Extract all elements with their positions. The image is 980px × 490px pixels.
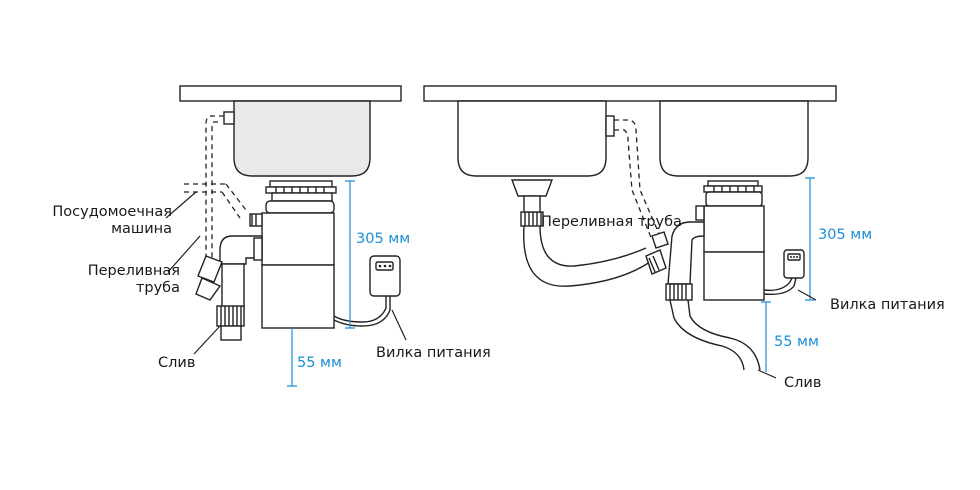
- left-dim-height-line: [345, 180, 355, 329]
- right-mount-ring: [705, 191, 763, 207]
- right-left-bowl-drain: [510, 179, 554, 197]
- right-disposer-upper: [703, 205, 765, 253]
- left-label-dishwasher-2: машина: [111, 221, 172, 237]
- left-leader-overflow: [167, 235, 201, 273]
- left-label-drain: Слив: [158, 355, 195, 371]
- left-dim-clearance: 55 мм: [297, 355, 342, 371]
- right-overflow-outlet: [605, 115, 615, 137]
- left-trap-vertical: [221, 263, 245, 309]
- right-dim-height-line: [805, 177, 815, 301]
- left-overflow-pipe: [197, 255, 223, 283]
- right-dim-clearance: 55 мм: [774, 334, 819, 350]
- right-right-sink-bowl: [659, 100, 809, 177]
- right-countertop: [423, 85, 837, 102]
- right-leader-drain: [757, 369, 777, 379]
- right-overflow-pipe-dashed: [614, 119, 661, 241]
- left-label-dishwasher-1: Посудомоечная: [52, 204, 172, 220]
- left-label-overflow-1: Переливная: [88, 263, 180, 279]
- left-dishwasher-hose-dashed: [205, 115, 224, 262]
- right-power-cord: [763, 277, 793, 292]
- right-disposer-inlet: [695, 205, 705, 221]
- right-label-drain: Слив: [784, 375, 821, 391]
- left-disposer-upper: [261, 212, 335, 266]
- right-connecting-hose: [523, 225, 651, 287]
- left-overflow-lower: [195, 277, 222, 301]
- left-power-cord: [333, 296, 387, 323]
- left-dim-clearance-line: [287, 328, 297, 387]
- left-installation: Посудомоечная машина Переливная труба Сл…: [52, 85, 491, 387]
- right-installation: Переливная труба Вилка питания Слив 305 …: [423, 85, 945, 391]
- left-countertop: [179, 85, 402, 102]
- right-discharge-elbow: [667, 221, 705, 285]
- left-leader-dishwasher: [165, 191, 197, 219]
- right-disposer-lower: [703, 251, 765, 301]
- right-overflow-connector: [651, 231, 669, 249]
- right-leader-plug: [797, 289, 817, 301]
- left-leader-drain: [193, 325, 221, 355]
- left-leader-plug: [391, 309, 407, 341]
- right-dim-clearance-line: [761, 301, 771, 372]
- left-dashed-pipes: [184, 183, 247, 219]
- left-label-overflow-2: труба: [136, 280, 180, 296]
- left-sink-flange: [269, 180, 333, 188]
- right-drain-pipe: [669, 299, 745, 371]
- left-sink-bowl: [233, 100, 371, 177]
- right-label-plug: Вилка питания: [830, 297, 945, 313]
- left-disposer-lower: [261, 264, 335, 329]
- left-label-plug: Вилка питания: [376, 345, 491, 361]
- left-inlet-nipple: [223, 111, 235, 125]
- left-discharge-elbow: [219, 235, 263, 265]
- left-dim-height: 305 мм: [356, 231, 410, 247]
- left-mount-ring: [271, 192, 333, 202]
- right-label-overflow: Переливная труба: [541, 214, 682, 230]
- right-sink-flange: [707, 180, 759, 187]
- right-left-sink-bowl: [457, 100, 607, 177]
- right-dim-height: 305 мм: [818, 227, 872, 243]
